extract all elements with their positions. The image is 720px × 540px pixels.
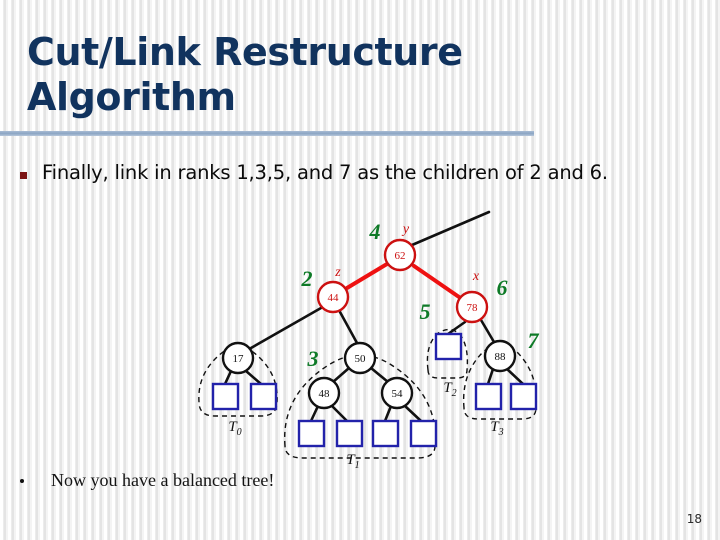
square-bullet-icon [20, 172, 27, 179]
node-88 [483, 339, 517, 373]
rank-label-7: 7 [528, 328, 540, 353]
node-key-44: 44 [328, 292, 340, 304]
edge-44-to-17 [249, 306, 323, 350]
subtree-envelope-t3 [462, 344, 538, 420]
leaf-node [335, 419, 364, 448]
node-48 [307, 376, 341, 410]
node-62 [383, 238, 417, 272]
node-key-50: 50 [355, 353, 367, 365]
edge-78-to-88 [479, 318, 496, 344]
edge-62-to-44-red [345, 262, 389, 290]
edge-48-to-l1a [309, 404, 320, 423]
bullet-text-footer: Now you have a balanced tree! [51, 470, 275, 490]
node-key-78: 78 [467, 302, 479, 314]
subtree-labels: T0 T1 T2 T3 [228, 380, 503, 471]
node-54 [380, 376, 414, 410]
footer-bullet-block: Now you have a balanced tree! [20, 470, 710, 492]
leaf-node [509, 382, 538, 411]
leaf-squares [211, 332, 538, 448]
node-labels: 62 44 78 17 50 48 54 88 [233, 250, 507, 400]
leaf-node [434, 332, 463, 361]
main-bullet-block: Finally, link in ranks 1,3,5, and 7 as t… [20, 160, 710, 186]
tree-edges-black [223, 210, 525, 423]
leaf-node [211, 382, 240, 411]
edge-88-to-l3b [505, 367, 525, 386]
subtree-label-t3: T3 [490, 419, 503, 438]
edge-50-to-48 [331, 366, 351, 384]
title-divider-rule [0, 131, 534, 136]
node-50 [343, 341, 377, 375]
page-title: Cut/Link Restructure Algorithm [27, 30, 463, 119]
rank-label-2: 2 [301, 266, 313, 291]
subtree-envelope-t1 [283, 354, 437, 459]
leaf-node [371, 419, 400, 448]
node-key-62: 62 [395, 250, 406, 262]
bullet-item-main: Finally, link in ranks 1,3,5, and 7 as t… [20, 160, 710, 186]
tree-nodes [221, 238, 517, 410]
edge-50-to-54 [369, 366, 390, 384]
rank-label-6: 6 [497, 275, 508, 300]
subtree-label-t0: T0 [228, 419, 241, 438]
edge-62-to-parent [410, 210, 491, 247]
rank-label-5: 5 [420, 299, 431, 324]
rank-label-3: 3 [307, 346, 319, 371]
edge-88-to-l3a [486, 367, 495, 386]
edge-17-to-l0a [223, 369, 233, 386]
dot-bullet-icon [20, 479, 24, 483]
subtree-label-t1: T1 [346, 452, 359, 471]
node-17 [221, 341, 255, 375]
rank-label-4: 4 [369, 219, 381, 244]
leaf-node [409, 419, 438, 448]
tree-edges-red [345, 262, 461, 299]
edge-54-to-l1d [403, 404, 423, 423]
subtree-envelope-t0 [198, 345, 278, 417]
page-number: 18 [686, 512, 702, 526]
node-key-54: 54 [392, 388, 404, 400]
balanced-tree-diagram: 62 44 78 17 50 48 54 88 4 2 6 3 5 7 y [185, 196, 550, 481]
edge-44-to-50 [338, 310, 359, 345]
node-key-17: 17 [233, 353, 245, 365]
edge-62-to-78-red [412, 264, 461, 299]
rank-labels: 4 2 6 3 5 7 [301, 219, 540, 371]
bullet-text-main: Finally, link in ranks 1,3,5, and 7 as t… [42, 161, 608, 184]
variable-label-z: z [334, 265, 341, 280]
leaf-node [474, 382, 503, 411]
edge-54-to-l1c [383, 404, 393, 423]
leaf-node [249, 382, 278, 411]
edge-17-to-l0b [244, 369, 263, 386]
variable-labels: y z x [334, 222, 480, 284]
node-key-48: 48 [319, 388, 331, 400]
edge-48-to-l1b [330, 404, 349, 423]
edge-78-to-t2 [446, 320, 467, 336]
node-key-88: 88 [495, 351, 507, 363]
variable-label-y: y [401, 222, 410, 237]
subtree-label-t2: T2 [443, 380, 456, 399]
node-44 [316, 280, 350, 314]
leaf-node [297, 419, 326, 448]
node-78 [455, 290, 489, 324]
variable-label-x: x [472, 269, 480, 284]
